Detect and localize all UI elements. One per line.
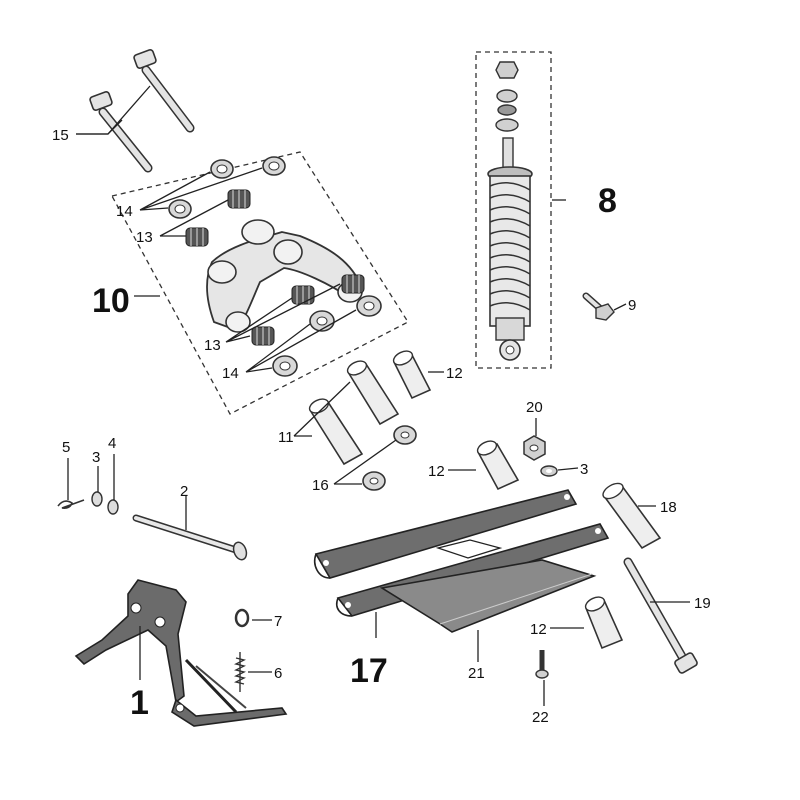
bearing-13-d	[341, 274, 365, 294]
washer-3-right	[540, 465, 558, 477]
bolt-15-lower	[89, 91, 153, 173]
spring-6	[233, 652, 247, 692]
label-12-middle: 12	[428, 463, 445, 480]
nut-20	[523, 435, 546, 461]
label-20: 20	[526, 399, 543, 416]
label-17: 17	[350, 652, 388, 690]
bolt-9	[582, 292, 615, 321]
label-7: 7	[274, 613, 282, 630]
spacer-12-bottom	[584, 596, 624, 650]
spacer-12-middle	[476, 440, 520, 491]
bearing-13-c	[291, 285, 315, 305]
label-2: 2	[180, 483, 188, 500]
label-21: 21	[468, 665, 485, 682]
axle-2	[132, 514, 248, 561]
label-6: 6	[274, 665, 282, 682]
label-14-lower: 14	[222, 365, 239, 382]
label-5: 5	[62, 439, 70, 456]
bushing-14-b	[262, 156, 286, 176]
bolt-19	[623, 557, 698, 674]
label-8: 8	[598, 182, 617, 220]
bushing-14-f	[272, 355, 298, 377]
clip-5	[57, 499, 85, 509]
bearing-13-b	[185, 227, 209, 247]
spacer-tube-11-b	[308, 398, 364, 466]
spacer-12-top	[392, 350, 432, 400]
spacer-tube-11-a	[346, 360, 400, 426]
bushing-14-d	[309, 310, 335, 332]
nut-16-b	[362, 471, 386, 491]
under-plate-21	[379, 559, 597, 633]
label-3-right: 3	[580, 461, 588, 478]
ring-7	[234, 608, 250, 628]
group-10-dashed-outline	[111, 151, 409, 415]
swing-link-10	[206, 219, 364, 333]
label-3-left: 3	[92, 449, 100, 466]
label-12-top: 12	[446, 365, 463, 382]
spacer-18	[602, 482, 662, 550]
label-13-upper: 13	[136, 229, 153, 246]
label-9: 9	[628, 297, 636, 314]
label-14-upper: 14	[116, 203, 133, 220]
bearing-13-a	[227, 189, 251, 209]
label-13-lower: 13	[204, 337, 221, 354]
center-stand-1	[74, 579, 288, 727]
bushing-14-a	[210, 159, 234, 179]
group-8-dashed-outline	[475, 51, 552, 369]
label-19: 19	[694, 595, 711, 612]
label-22: 22	[532, 709, 549, 726]
bushing-14-c	[168, 199, 192, 219]
label-16: 16	[312, 477, 329, 494]
shock-absorber-8	[487, 61, 533, 361]
label-15: 15	[52, 127, 69, 144]
washer-3-left	[91, 491, 103, 507]
leader-lines	[67, 85, 690, 706]
label-1: 1	[130, 684, 149, 722]
washer-4	[107, 499, 119, 515]
bolt-15-upper	[133, 49, 195, 133]
screw-22	[535, 650, 549, 679]
label-4: 4	[108, 435, 116, 452]
label-10: 10	[92, 282, 130, 320]
nut-16-a	[393, 425, 417, 445]
label-11: 11	[278, 429, 294, 446]
label-12-bottom: 12	[530, 621, 547, 638]
bushing-14-e	[356, 295, 382, 317]
label-18: 18	[660, 499, 677, 516]
bearing-13-e	[251, 326, 275, 346]
